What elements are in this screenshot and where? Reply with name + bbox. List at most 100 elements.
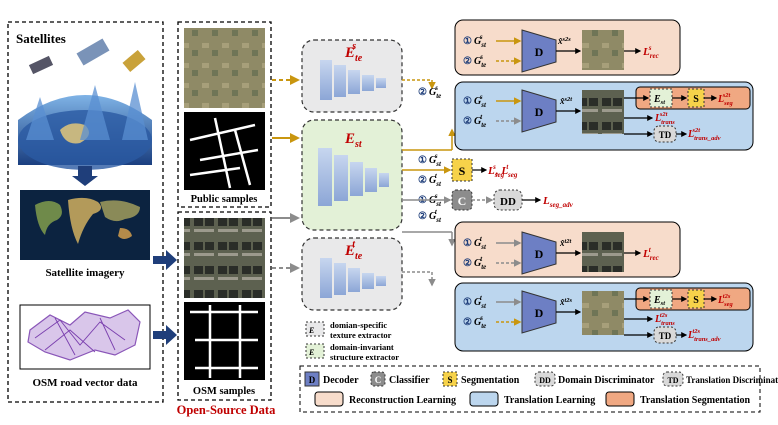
- osm-road-vector-image: [19, 304, 151, 370]
- legend-segmentation-symbol: S: [447, 375, 452, 385]
- panel2-decoder: [521, 89, 557, 133]
- seg-loss-label: Lsegs, Lsegt: [487, 163, 518, 179]
- legend-trans-label: Translation Learning: [504, 395, 595, 406]
- satellite-imagery-label: Satellite imagery: [45, 267, 125, 279]
- satellites-illustration: [18, 38, 152, 170]
- panel2-marker-1: ①: [463, 96, 472, 107]
- panel4-est-label: Est: [653, 295, 665, 307]
- encoder-structure-label: Est: [344, 131, 363, 150]
- legend-dd-swatch: [534, 371, 556, 387]
- legend-texture-extractor-line1: domian-specific: [330, 320, 387, 330]
- legend-td-label: Translation Discriminator: [686, 375, 778, 385]
- segmentation-block: [451, 158, 473, 182]
- classifier-block-label: C: [458, 194, 467, 208]
- panel3-xhat: x̂t2t: [559, 238, 572, 248]
- legend-texture-extractor-swatch: [305, 321, 325, 337]
- legend-classifier-symbol: C: [375, 375, 382, 385]
- legend-structure-extractor-line2: structure extractor: [330, 352, 399, 362]
- legend-trans-seg-swatch: [605, 391, 635, 407]
- open-source-label: Open-Source Data: [177, 403, 276, 417]
- imagery-arrow-icon: [153, 250, 177, 270]
- panel4-output-image: [582, 291, 624, 335]
- legend-segmentation-label: Segmentation: [461, 375, 520, 386]
- road-arrow-icon: [153, 325, 177, 345]
- legend-td-swatch: [662, 371, 684, 387]
- panel2-seg-loss: Lsegs2t: [717, 92, 734, 107]
- panel4-decoder: [521, 290, 557, 334]
- encoder-texture-source-label: Etes: [344, 41, 363, 64]
- panel2-marker-2: ②: [463, 116, 472, 127]
- segmentation-block-label: S: [459, 164, 466, 178]
- legend-structure-extractor-line1: domain-invariant: [330, 342, 394, 352]
- legend-segmentation-swatch: [442, 371, 458, 387]
- legend-texture-extractor-symbol: E: [308, 326, 314, 335]
- path-c-label-2: Gstt: [429, 208, 442, 224]
- osm-aerial-image: [184, 218, 265, 298]
- seg-adv-loss-label: Lseg_adv: [542, 195, 574, 209]
- public-samples-label: Public samples: [191, 194, 258, 205]
- osm-samples-label: OSM samples: [193, 386, 255, 397]
- legend-structure-extractor-swatch: [305, 343, 325, 359]
- panel4-seg-loss: Lsegt2s: [717, 293, 734, 308]
- panel2-est-label: Est: [653, 94, 665, 106]
- panel3-decoder: [521, 231, 557, 275]
- panel4-xhat: x̂t2s: [559, 297, 573, 307]
- public-road-lines: [189, 117, 259, 189]
- panel4-td-label: TD: [659, 331, 672, 341]
- legend-td-symbol: TD: [667, 376, 678, 385]
- panel3-output-image: [582, 232, 624, 272]
- legend-recon-label: Reconstruction Learning: [349, 395, 456, 406]
- legend-recon-swatch: [314, 391, 344, 407]
- panel4-marker-1: ①: [463, 297, 472, 308]
- panel4-marker-2: ②: [463, 317, 472, 328]
- panel1-marker-2: ②: [463, 56, 472, 67]
- path-s-label-2: Gstt: [429, 172, 442, 188]
- g-te-s-label: Gtes: [429, 84, 441, 100]
- encoder-texture-target-icon: [320, 258, 386, 298]
- encoder-texture-source-icon: [320, 60, 386, 100]
- public-aerial-image: [184, 28, 265, 108]
- panel2-xhat: x̂s2t: [559, 96, 572, 106]
- legend-texture-extractor-line2: texture extractor: [330, 330, 392, 340]
- panel1-decoder: [521, 29, 557, 73]
- legend-structure-extractor-symbol: E: [308, 348, 314, 357]
- panel1-decoder-label: D: [535, 45, 544, 59]
- osm-road-lines: [190, 305, 258, 378]
- satellites-label: Satellites: [16, 31, 66, 46]
- g-te-s-marker: ②: [418, 87, 427, 98]
- public-samples-box: [177, 21, 272, 208]
- domain-discriminator-block-label: DD: [500, 196, 516, 208]
- path-s-marker-1: ①: [418, 155, 427, 166]
- encoder-texture-target-label: Etet: [344, 239, 363, 262]
- legend-classifier-label: Classifier: [389, 375, 430, 386]
- panel2-s-label: S: [693, 94, 699, 105]
- panel4-s-label: S: [693, 295, 699, 306]
- panel1-output-image: [582, 30, 624, 70]
- path-s-label-1: Gsts: [429, 152, 442, 168]
- panel4-td-block: [653, 326, 677, 344]
- panel2-est-block: [649, 88, 673, 108]
- encoder-structure-icon: [318, 148, 389, 206]
- panel4-est-block: [649, 289, 673, 309]
- legend-trans-swatch: [469, 391, 499, 407]
- panel3-marker-2: ②: [463, 258, 472, 269]
- panel2-output-image: [582, 90, 624, 134]
- panel2-td-block: [653, 125, 677, 143]
- panel2-td-label: TD: [659, 130, 672, 140]
- legend-box: [299, 365, 761, 413]
- panel3-decoder-label: D: [535, 247, 544, 261]
- panel1-xhat: x̂s2s: [557, 36, 571, 46]
- legend-decoder-symbol: D: [309, 375, 316, 385]
- panel3-marker-1: ①: [463, 238, 472, 249]
- down-arrow-icon: [72, 166, 98, 186]
- legend-trans-seg-label: Translation Segmentation: [640, 395, 751, 406]
- satellite-imagery-image: [20, 190, 150, 260]
- legend-classifier-swatch: [370, 371, 386, 387]
- panel4-decoder-label: D: [535, 306, 544, 320]
- osm-road-label: OSM road vector data: [33, 377, 138, 389]
- legend-dd-label: Domain Discriminator: [558, 375, 655, 386]
- path-c-marker-2: ②: [418, 211, 427, 222]
- legend-decoder-swatch: [304, 371, 320, 387]
- satellite-panel: [7, 21, 164, 403]
